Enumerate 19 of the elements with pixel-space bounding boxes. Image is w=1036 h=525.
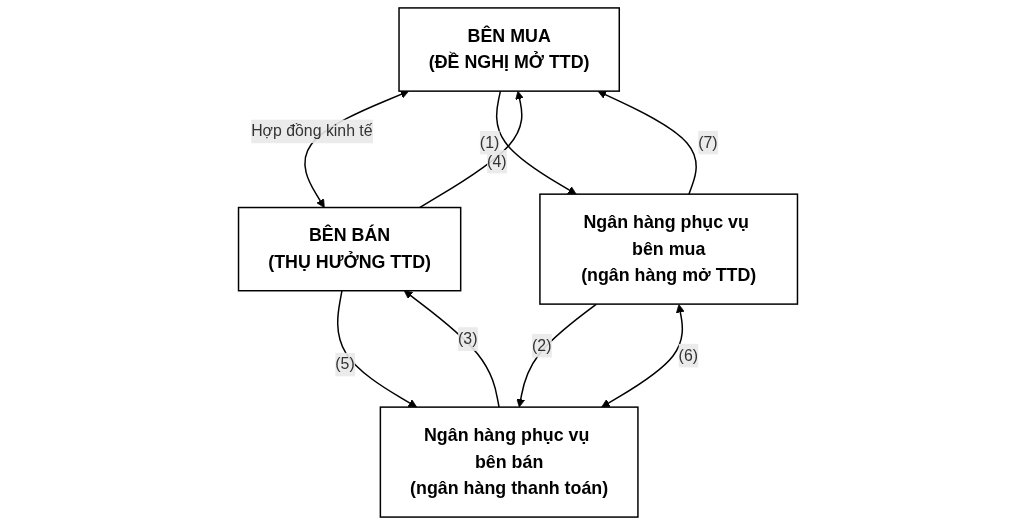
edge-label: (6): [678, 346, 698, 364]
arrow: [403, 290, 500, 408]
node-box: Ngân hàng phục vụ bên bán (ngân hàng thanh toán): [379, 406, 639, 518]
edge-label: (7): [698, 133, 718, 151]
edge-label: (1): [479, 133, 500, 151]
edge-label: (5): [335, 355, 355, 373]
arrow: [418, 90, 524, 209]
edge-label: Hợp đồng kinh tế: [251, 122, 373, 140]
edge-label: (2): [532, 336, 552, 354]
edge-label: (4): [487, 152, 507, 170]
arrow: [516, 303, 598, 408]
node-box: Ngân hàng phục vụ bên mua (ngân hàng mở TTD): [539, 193, 799, 305]
arrow: [336, 290, 418, 408]
edge-label: (3): [458, 330, 478, 347]
arrow: [597, 90, 697, 195]
node-box: BÊN BÁN (THỤ HƯỞNG TTD): [237, 206, 462, 292]
node-box: BÊN MUA (ĐỀ NGHỊ MỞ TTD): [398, 7, 620, 92]
arrow: [495, 90, 577, 195]
arrow: [601, 304, 685, 408]
